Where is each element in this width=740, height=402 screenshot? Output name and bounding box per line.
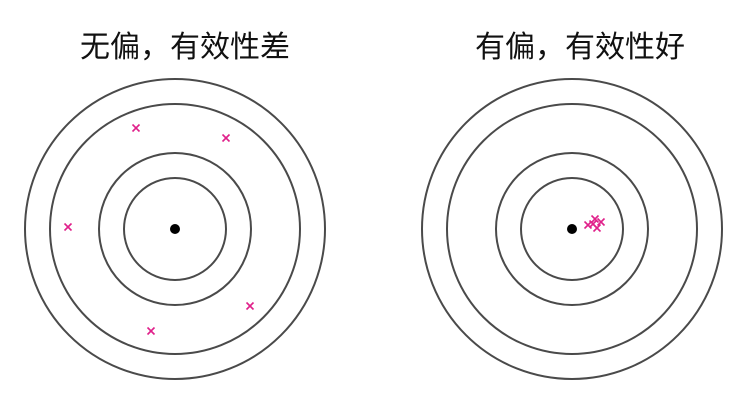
markers-right xyxy=(583,214,606,233)
panel-2-title: 有偏，有效性好 xyxy=(475,30,685,65)
ring-2 xyxy=(446,103,698,355)
marker xyxy=(63,222,73,232)
marker xyxy=(131,123,141,133)
target-right xyxy=(421,78,723,380)
marker xyxy=(588,219,598,229)
ring-3 xyxy=(495,152,649,306)
markers-left xyxy=(63,123,255,336)
ring-2 xyxy=(49,103,301,355)
marker xyxy=(245,301,255,311)
ring-inner xyxy=(520,177,624,281)
center-dot-left xyxy=(170,224,180,234)
marker xyxy=(590,214,600,224)
ring-inner xyxy=(123,177,227,281)
ring-outer xyxy=(24,78,326,380)
ring-outer xyxy=(421,78,723,380)
panel-1-title: 无偏，有效性差 xyxy=(80,30,290,65)
ring-3 xyxy=(98,152,252,306)
marker xyxy=(221,133,231,143)
target-left xyxy=(24,78,326,380)
marker xyxy=(596,217,606,227)
marker xyxy=(146,326,156,336)
center-dot-right xyxy=(567,224,577,234)
